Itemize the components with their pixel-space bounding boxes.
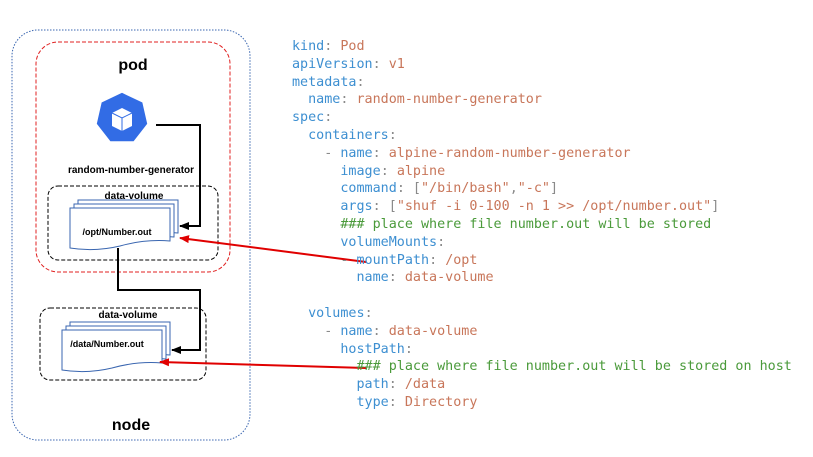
yaml-key: hostPath [340,341,405,357]
yaml-value: Directory [404,394,478,410]
yaml-key: spec [292,110,325,126]
yaml-key: args [340,199,373,215]
yaml-key: containers [308,127,389,143]
yaml-key: mountPath [356,252,430,268]
kubernetes-pod-icon: pod [95,91,149,155]
yaml-value: alpine-random-number-generator [388,145,631,161]
yaml-key: name [356,270,389,286]
node-label: node [112,417,150,434]
hostpath-annotation-arrow [159,358,367,369]
yaml-value: v1 [388,56,405,72]
yaml-value: random-number-generator [356,92,542,108]
pod-icon-text: pod [114,145,129,155]
yaml-key: name [308,92,341,108]
node-file-stack [61,321,171,373]
yaml-code-block: kind: Pod apiVersion: v1 metadata: name:… [292,39,792,410]
yaml-value: Pod [340,39,365,54]
node-volume-title: data-volume [99,310,158,321]
pod-name-label: random-number-generator [68,165,194,176]
pod-volume-box [47,185,219,261]
pod-file-stack [69,199,179,251]
pod-volume-title: data-volume [105,191,164,202]
yaml-key: volumeMounts [340,234,438,250]
yaml-value: /data [404,377,446,393]
yaml-key: volumes [308,305,365,321]
pod-boundary [35,41,231,273]
yaml-key: apiVersion [292,56,373,72]
yaml-value: "-c" [517,181,550,197]
node-volume-file: /data/Number.out [70,339,144,349]
pod-label: pod [118,57,147,74]
yaml-value: "/bin/bash" [421,181,510,197]
yaml-value: "shuf -i 0-100 -n 1 >> /opt/number.out" [396,199,712,215]
container-to-volume-connector [156,124,201,230]
yaml-key: name [340,145,373,161]
yaml-value: data-volume [404,270,494,286]
pod-volume-file: /opt/Number.out [83,227,152,237]
volume-to-host-connector [117,248,201,354]
yaml-key: type [356,394,389,410]
node-boundary [11,29,251,441]
node-volume-box [39,307,207,381]
yaml-key: image [340,163,381,179]
yaml-key: path [356,377,389,393]
yaml-key: metadata [292,74,357,90]
yaml-value: data-volume [388,323,478,339]
yaml-comment: ### place where file number.out will be … [356,359,792,375]
yaml-key: command [340,181,397,197]
yaml-value: /opt [445,252,478,268]
yaml-key: kind [292,39,325,54]
yaml-key: name [340,323,373,339]
mountpath-annotation-arrow [179,235,367,263]
yaml-comment: ### place where file number.out will be … [340,216,712,232]
yaml-value: alpine [396,163,446,179]
